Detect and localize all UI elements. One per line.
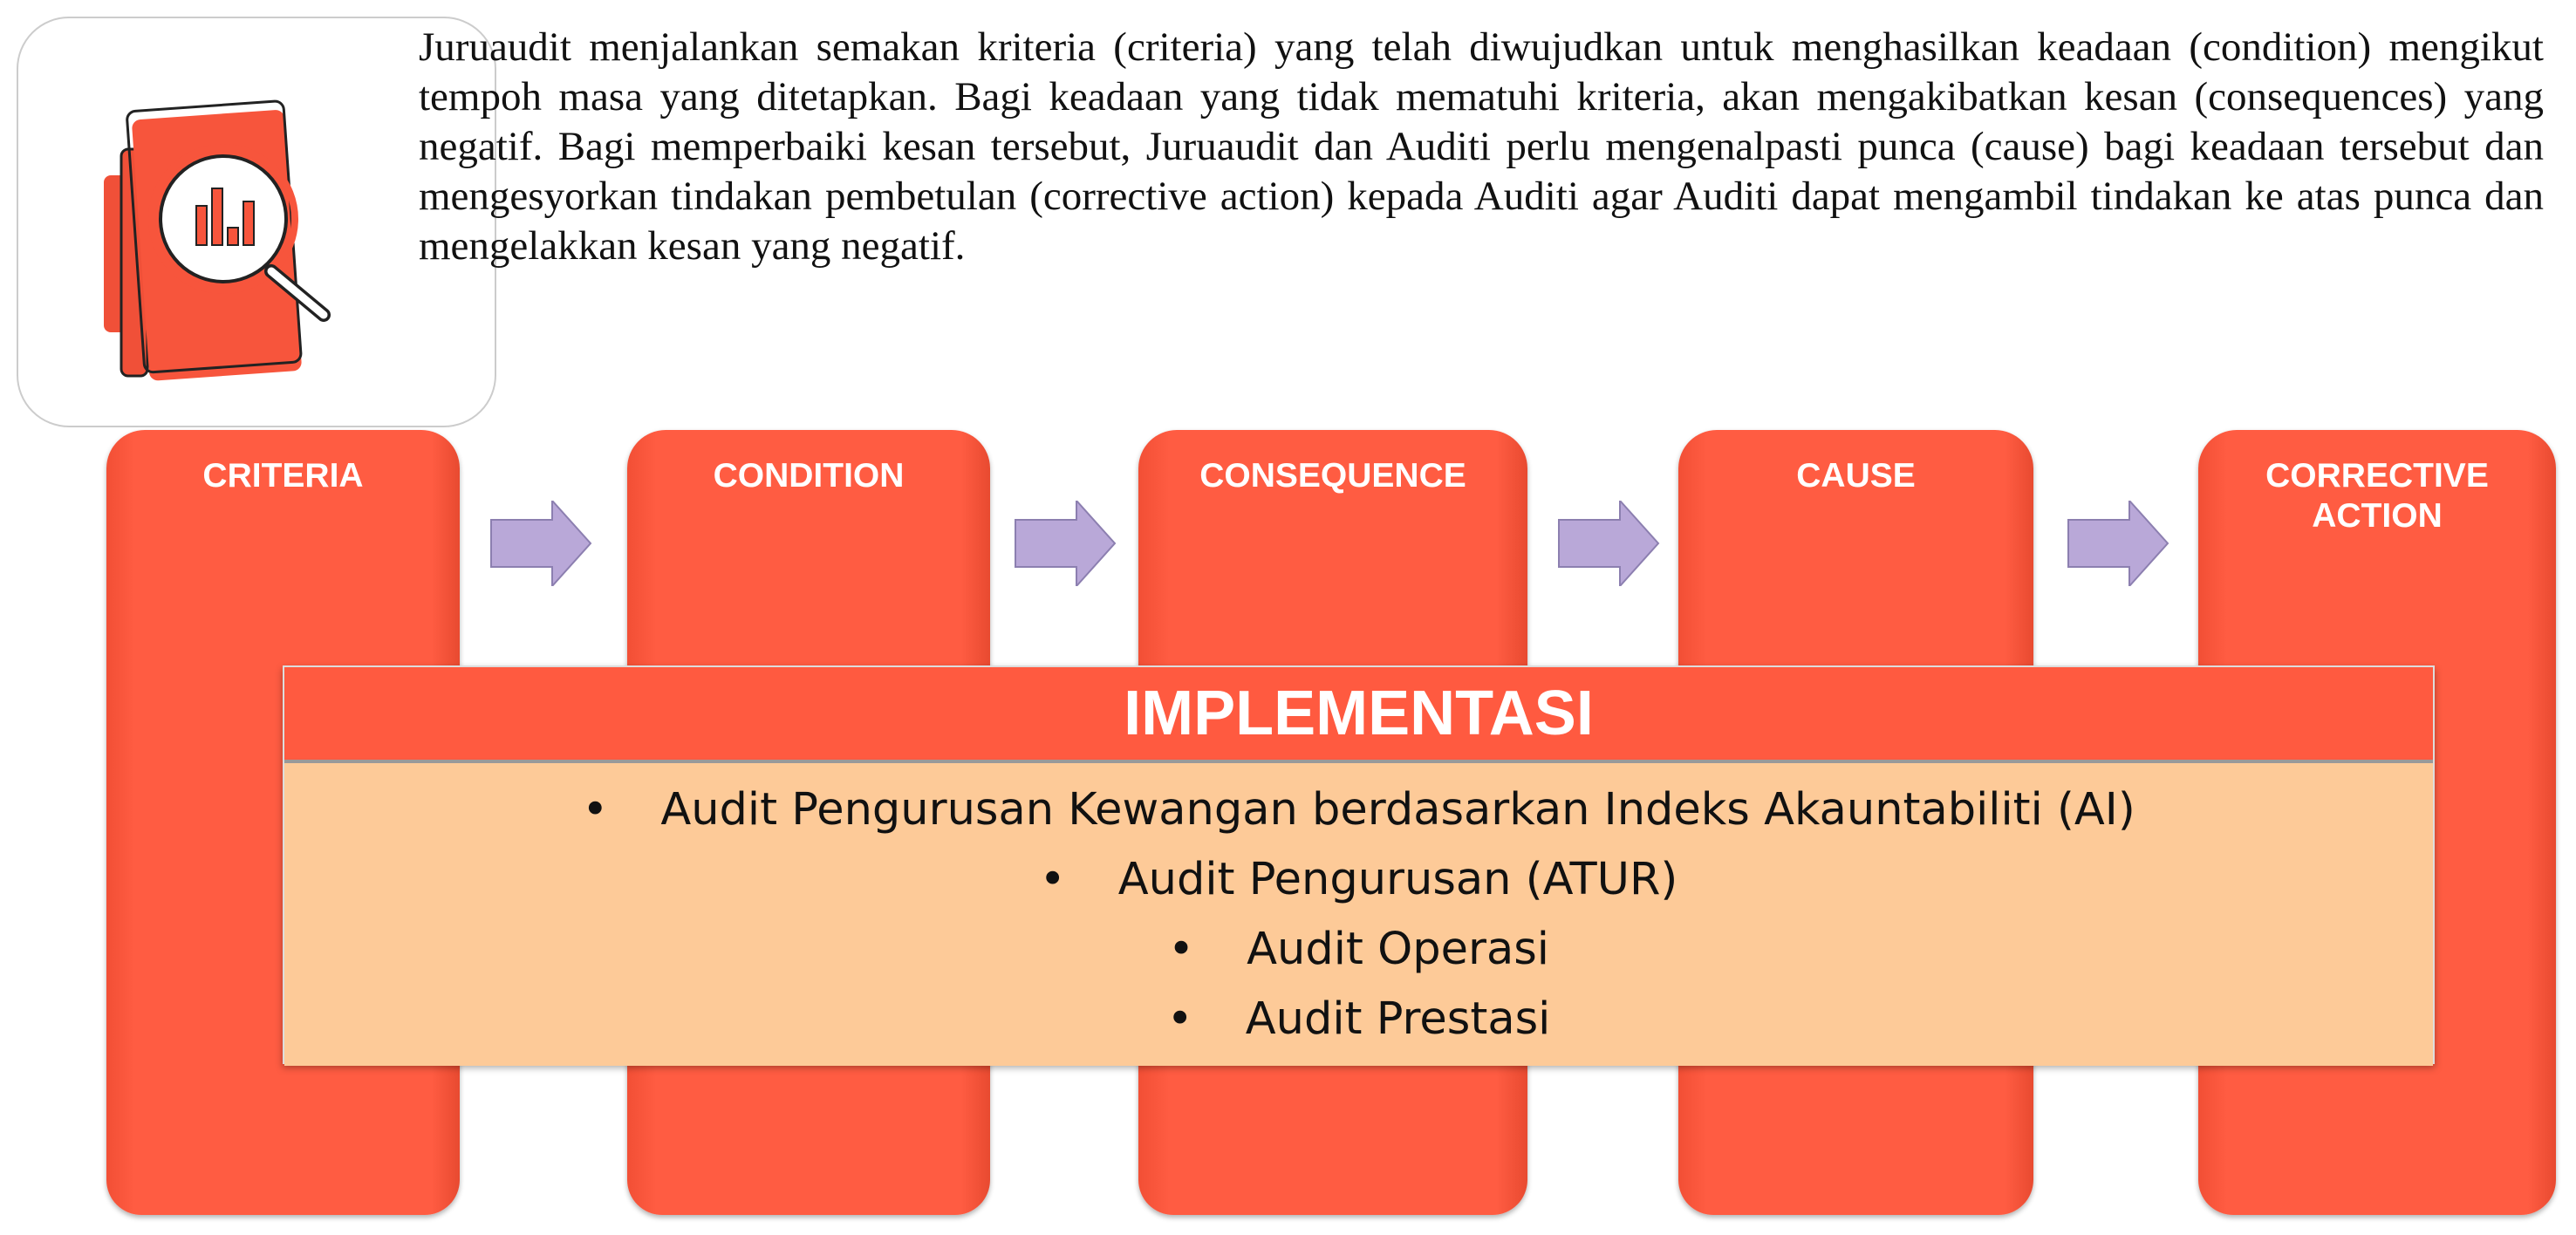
implementation-title: IMPLEMENTASI — [284, 667, 2433, 763]
arrow-right-icon — [1015, 501, 1117, 586]
list-item: • Audit Operasi — [284, 915, 2433, 985]
step-label: CONSEQUENCE — [1199, 457, 1466, 495]
implementation-list: • Audit Pengurusan Kewangan berdasarkan I… — [284, 763, 2433, 1066]
item-text: Audit Operasi — [1247, 924, 1549, 975]
list-item: • Audit Pengurusan (ATUR) — [284, 845, 2433, 915]
arrow-right-icon — [1558, 501, 1660, 586]
item-text: Audit Prestasi — [1245, 993, 1551, 1045]
bullet: • — [582, 784, 609, 836]
audit-magnifier-icon — [104, 99, 331, 381]
arrow-right-icon — [2067, 501, 2169, 586]
list-item: • Audit Prestasi — [284, 985, 2433, 1054]
bullet: • — [1166, 993, 1193, 1045]
logo-image — [17, 17, 496, 427]
step-label: CORRECTIVE ACTION — [2265, 457, 2489, 535]
bullet: • — [1039, 854, 1066, 905]
step-label: CRITERIA — [202, 457, 364, 495]
list-item: • Audit Pengurusan Kewangan berdasarkan I… — [284, 775, 2433, 845]
implementation-panel: IMPLEMENTASI • Audit Pengurusan Kewangan … — [283, 665, 2435, 1066]
item-text: Audit Pengurusan Kewangan berdasarkan In… — [660, 784, 2135, 836]
bullet: • — [1168, 924, 1195, 975]
step-label: CAUSE — [1796, 457, 1916, 495]
item-text: Audit Pengurusan (ATUR) — [1117, 854, 1678, 905]
step-label: CONDITION — [713, 457, 905, 495]
intro-paragraph: Juruaudit menjalankan semakan kriteria (… — [419, 24, 2544, 269]
arrow-right-icon — [490, 501, 592, 586]
